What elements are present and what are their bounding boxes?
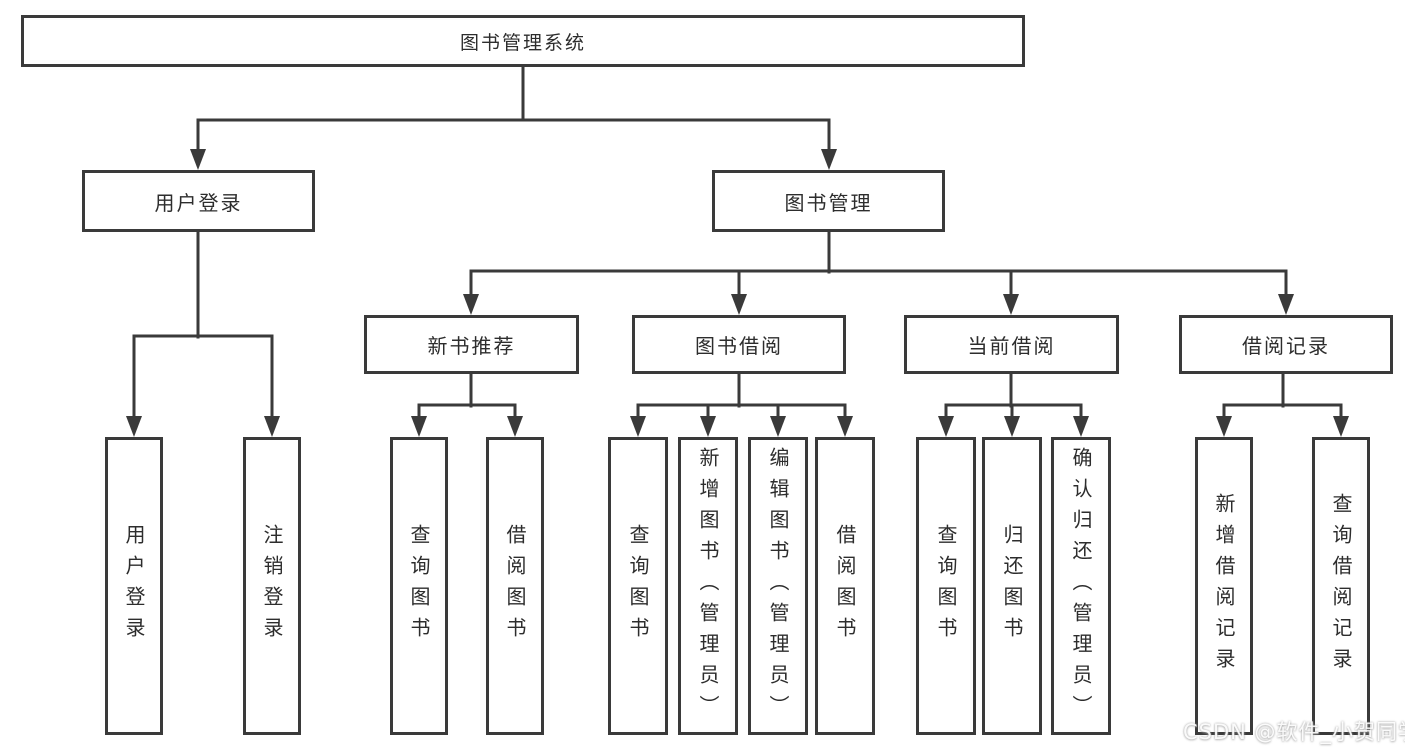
leaf-records-add: 新增借阅记录 (1195, 437, 1253, 735)
leaf-user-login: 用户登录 (105, 437, 163, 735)
node-book-borrow: 图书借阅 (632, 315, 846, 374)
arrowheads (126, 149, 1349, 437)
leaf-newbooks-borrow: 借阅图书 (486, 437, 544, 735)
node-book-management: 图书管理 (712, 170, 945, 232)
node-current-borrow: 当前借阅 (904, 315, 1119, 374)
node-user-login: 用户登录 (82, 170, 315, 232)
leaf-current-return: 归还图书 (982, 437, 1042, 735)
leaf-borrow-edit-admin: 编辑图书（管理员） (748, 437, 808, 735)
leaf-borrow-query: 查询图书 (608, 437, 668, 735)
leaf-current-confirm-admin: 确认归还（管理员） (1051, 437, 1111, 735)
leaf-newbooks-query: 查询图书 (390, 437, 448, 735)
leaf-current-query: 查询图书 (916, 437, 976, 735)
node-root-system: 图书管理系统 (21, 15, 1025, 67)
node-new-book-recommend: 新书推荐 (364, 315, 579, 374)
leaf-logout: 注销登录 (243, 437, 301, 735)
leaf-borrow-borrow: 借阅图书 (815, 437, 875, 735)
watermark: CSDN @软件_小贺同学 (1183, 720, 1405, 744)
leaf-borrow-add-admin: 新增图书（管理员） (678, 437, 738, 735)
leaf-records-query: 查询借阅记录 (1312, 437, 1370, 735)
node-borrow-records: 借阅记录 (1179, 315, 1393, 374)
